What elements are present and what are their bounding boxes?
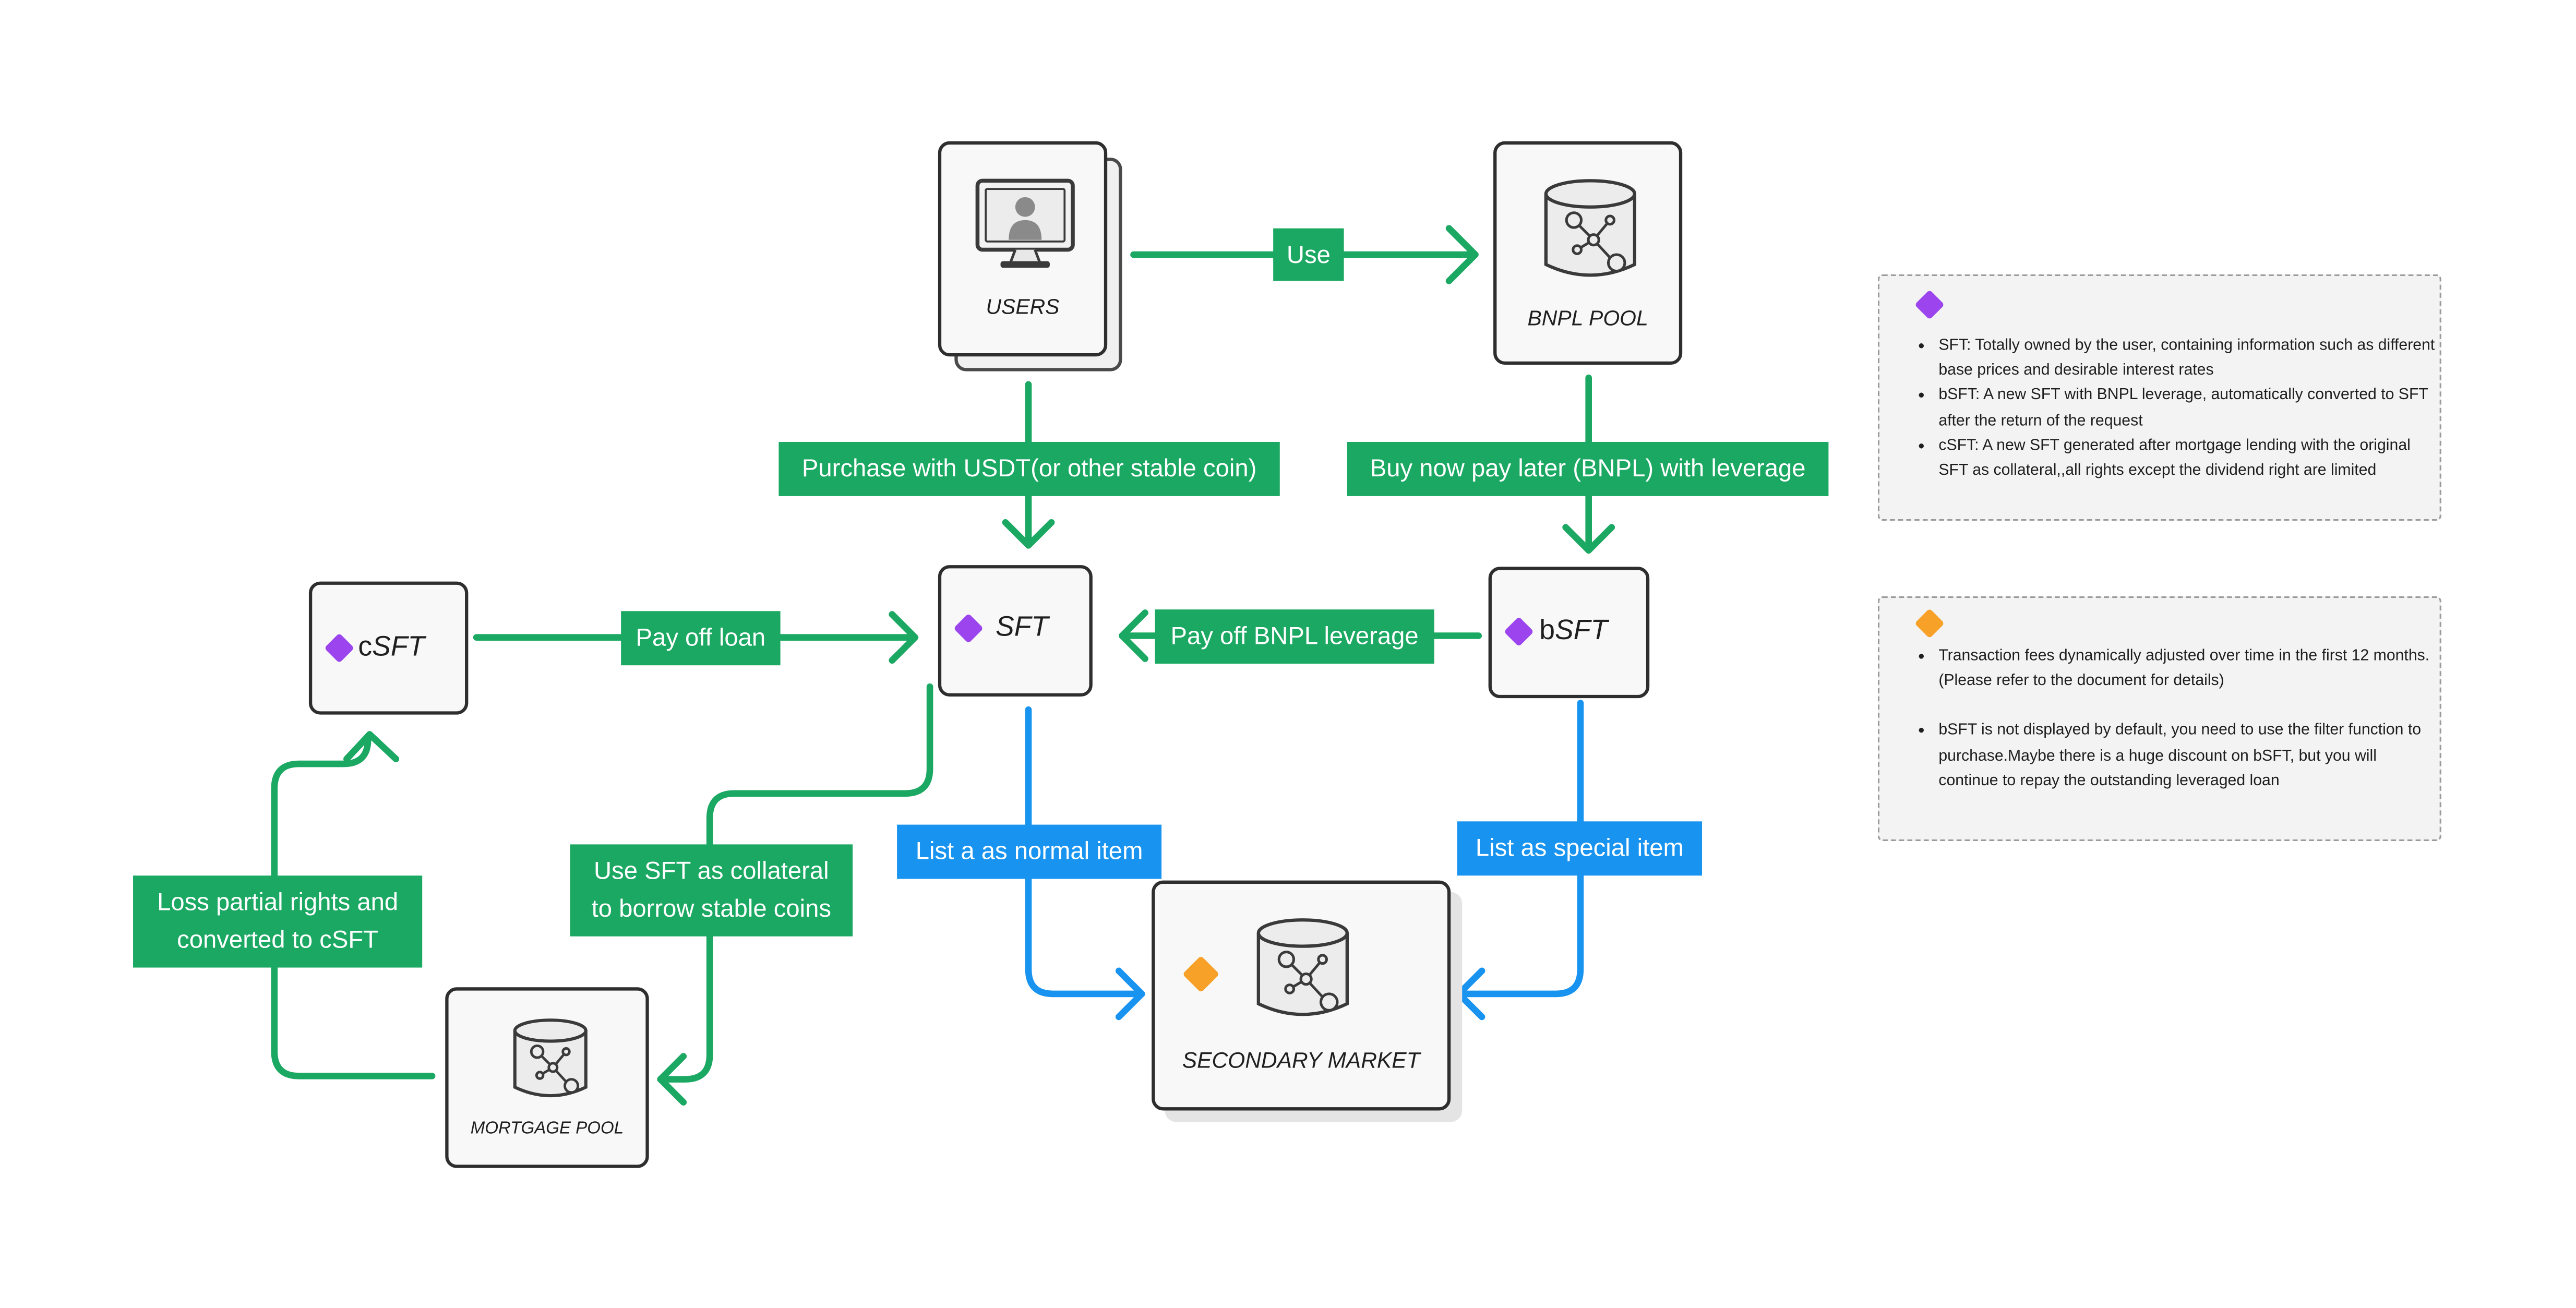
sft-node[interactable]: SFT: [938, 565, 1093, 697]
user-monitor-icon: [975, 178, 1075, 268]
arrow-sft-to-market: [1025, 706, 1145, 998]
bsft-node[interactable]: bSFT: [1488, 567, 1650, 699]
arrow-bsft-to-market: [1455, 700, 1584, 998]
pay-off-bnpl-label: Pay off BNPL leverage: [1155, 609, 1434, 664]
bsft-main: SFT: [1555, 614, 1608, 646]
purple-diamond-icon: [324, 633, 355, 664]
bnpl-pool-label: BNPL POOL: [1527, 305, 1648, 330]
database-network-icon: [513, 1018, 588, 1098]
loss-line-2: converted to cSFT: [177, 926, 379, 955]
legend-sft-types: SFT: Totally owned by the user, containi…: [1877, 274, 2441, 521]
purple-diamond-icon: [1914, 290, 1945, 320]
mortgage-pool-label: MORTGAGE POOL: [470, 1119, 624, 1138]
purchase-label: Purchase with USDT(or other stable coin): [778, 441, 1280, 496]
pay-off-loan-label: Pay off loan: [621, 611, 781, 666]
collateral-line-2: to borrow stable coins: [591, 895, 832, 923]
purple-diamond-icon: [1503, 616, 1534, 647]
bsft-prefix: b: [1539, 614, 1555, 646]
list-normal-label: List a as normal item: [897, 824, 1162, 879]
users-node[interactable]: USERS: [938, 141, 1108, 357]
secondary-market-label: SECONDARY MARKET: [1182, 1048, 1420, 1073]
csft-label: cSFT: [358, 631, 425, 664]
use-label: Use: [1273, 228, 1344, 281]
csft-main: SFT: [372, 631, 425, 662]
arrow-mortgage-to-csft: [271, 733, 436, 1079]
arrow-sft-to-mortgage: [657, 683, 933, 1083]
list-special-label: List as special item: [1457, 821, 1702, 876]
bnpl-pool-node[interactable]: BNPL POOL: [1493, 141, 1683, 365]
database-network-icon: [1544, 179, 1637, 277]
legend-item: Transaction fees dynamically adjusted ov…: [1938, 644, 2439, 694]
legend-item: bSFT is not displayed by default, you ne…: [1938, 718, 2439, 794]
orange-diamond-icon: [1182, 955, 1220, 993]
sft-label: SFT: [996, 611, 1049, 643]
csft-prefix: c: [358, 631, 373, 662]
csft-node[interactable]: cSFT: [308, 581, 469, 715]
legend-item: SFT: Totally owned by the user, containi…: [1938, 333, 2439, 383]
legend-market-notes: Transaction fees dynamically adjusted ov…: [1877, 596, 2441, 842]
database-network-icon: [1256, 918, 1349, 1016]
collateral-label: Use SFT as collateral to borrow stable c…: [570, 844, 853, 937]
users-label: USERS: [986, 294, 1060, 319]
legend-item: bSFT: A new SFT with BNPL leverage, auto…: [1938, 383, 2439, 434]
secondary-market-node[interactable]: SECONDARY MARKET: [1152, 880, 1451, 1111]
loss-rights-label: Loss partial rights and converted to cSF…: [133, 875, 423, 968]
legend-item: cSFT: A new SFT generated after mortgage…: [1938, 434, 2439, 484]
bnpl-label: Buy now pay later (BNPL) with leverage: [1347, 441, 1829, 496]
orange-diamond-icon: [1914, 608, 1945, 639]
bsft-label: bSFT: [1539, 615, 1608, 647]
purple-diamond-icon: [953, 613, 984, 644]
mortgage-pool-node[interactable]: MORTGAGE POOL: [445, 987, 649, 1168]
loss-line-1: Loss partial rights and: [157, 889, 399, 917]
collateral-line-1: Use SFT as collateral: [594, 857, 829, 886]
